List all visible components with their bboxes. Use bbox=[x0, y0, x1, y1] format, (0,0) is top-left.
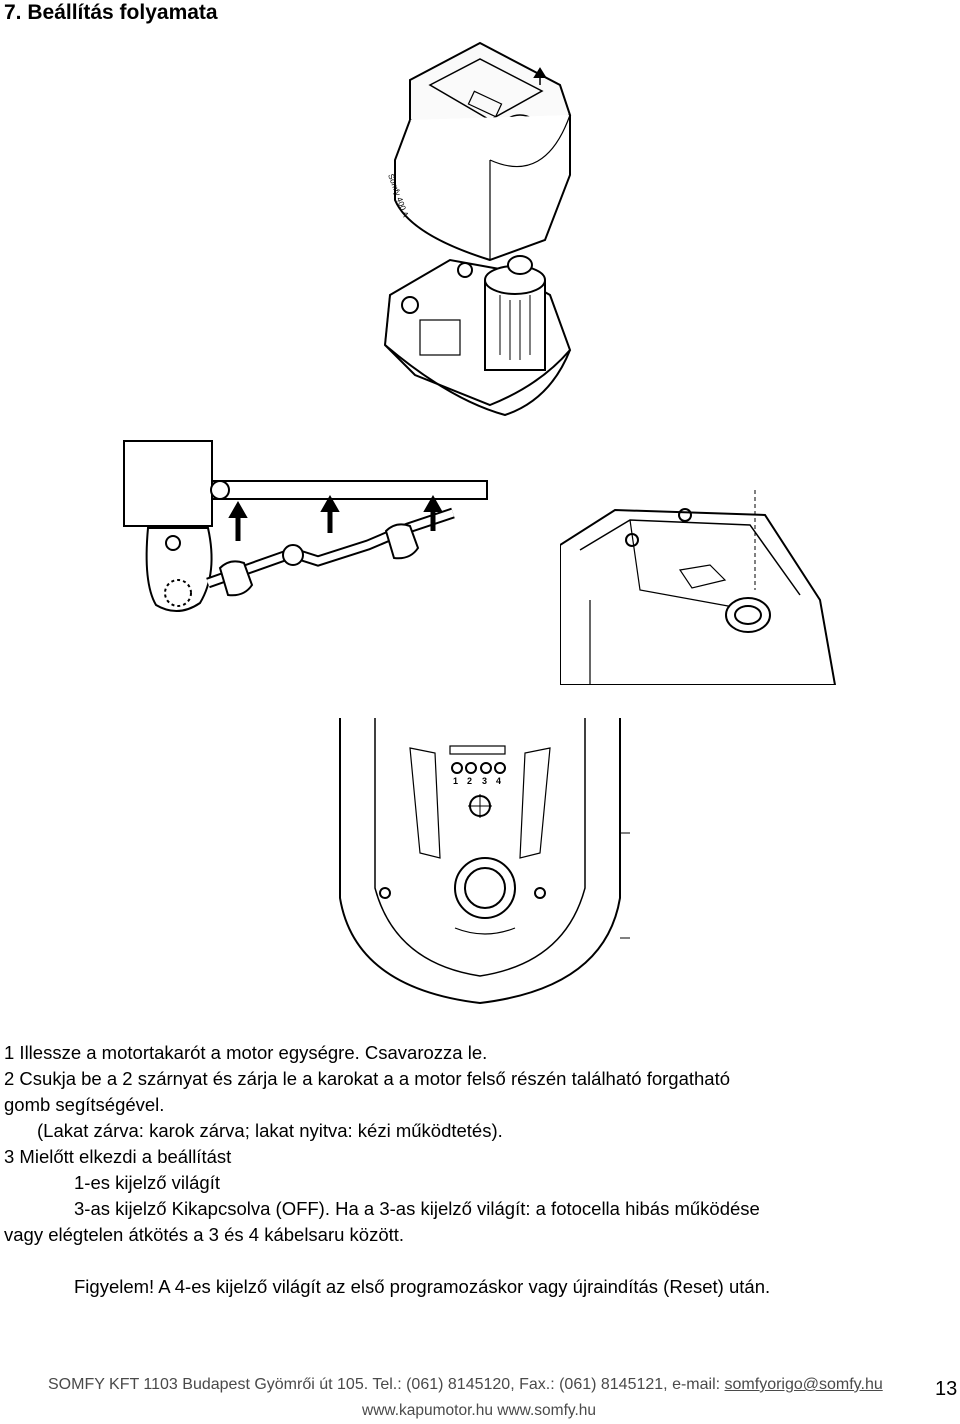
step-3-led-3: 3-as kijelző Kikapcsolva (OFF). Ha a 3-a… bbox=[74, 1198, 760, 1219]
attention-note: Figyelem! A 4-es kijelző világít az első… bbox=[74, 1276, 771, 1297]
figure-unit-top bbox=[560, 490, 840, 685]
footer-websites: www.kapumotor.hu www.somfy.hu bbox=[362, 1402, 597, 1419]
footer-company: SOMFY KFT 1103 Budapest Gyömrői út 105. … bbox=[48, 1376, 725, 1393]
figure-arms-closing bbox=[108, 433, 488, 703]
step-2-line-2: gomb segítségével. bbox=[4, 1094, 165, 1115]
led-label-4: 4 bbox=[496, 776, 501, 786]
figure-led-panel: 1 2 3 4 bbox=[335, 718, 635, 1008]
step-3-line-4: vagy elégtelen átkötés a 3 és 4 kábelsar… bbox=[4, 1224, 405, 1245]
step-3-line-1: 3 Mielőtt elkezdi a beállítást bbox=[4, 1146, 232, 1167]
page-number: 13 bbox=[935, 1378, 958, 1400]
led-label-3: 3 bbox=[482, 776, 487, 786]
step-3-led-1: 1-es kijelző világít bbox=[74, 1172, 221, 1193]
figure-cover-assembly: Somfy 400 A bbox=[370, 25, 600, 420]
footer-email-link[interactable]: somfyorigo@somfy.hu bbox=[724, 1376, 883, 1393]
procedure-text: 1 Illessze a motortakarót a motor egység… bbox=[4, 1040, 954, 1300]
led-label-2: 2 bbox=[467, 776, 472, 786]
led-label-1: 1 bbox=[453, 776, 458, 786]
footer-company-line: SOMFY KFT 1103 Budapest Gyömrői út 105. … bbox=[48, 1372, 883, 1398]
step-2-line-1: 2 Csukja be a 2 szárnyat és zárja le a k… bbox=[4, 1068, 731, 1089]
step-2-note: (Lakat zárva: karok zárva; lakat nyitva:… bbox=[37, 1120, 503, 1141]
step-1: 1 Illessze a motortakarót a motor egység… bbox=[4, 1042, 488, 1063]
section-title: 7. Beállítás folyamata bbox=[4, 1, 218, 24]
